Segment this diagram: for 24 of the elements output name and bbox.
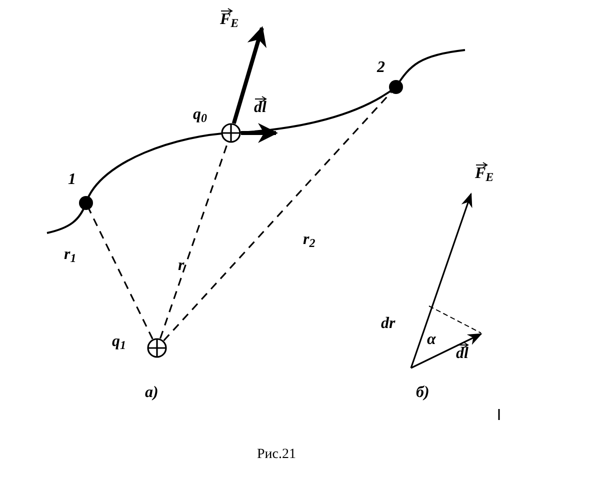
- point-label: 1: [68, 172, 76, 188]
- dashed-line: [163, 92, 392, 342]
- point-dot: [79, 196, 93, 210]
- point-label: q$_{0}$: [193, 107, 207, 123]
- point-dot: [389, 80, 403, 94]
- edge-label: r: [178, 257, 184, 274]
- length-label: dr: [381, 315, 396, 332]
- angle-label: α: [427, 331, 436, 348]
- charge-symbol: [147, 338, 167, 358]
- vector-label: dl: [254, 99, 266, 116]
- point-label: q$_{1}$: [112, 334, 126, 350]
- vector-label: dl: [456, 345, 468, 362]
- vector-arrow: [232, 26, 266, 124]
- charge-symbol: [221, 123, 241, 143]
- vector-label: F$_{E}$: [220, 11, 239, 28]
- dashed-line: [88, 208, 154, 340]
- figure-label: б): [416, 384, 430, 401]
- point-label: 2: [377, 60, 385, 76]
- edge-label: r$_{2}$: [303, 231, 316, 248]
- figure-caption: Рис.21: [257, 446, 296, 464]
- vector-label: F$_{E}$: [475, 165, 494, 182]
- figure-label: а): [145, 384, 158, 401]
- vector-arrow: [241, 123, 278, 143]
- edge-label: r$_{1}$: [64, 246, 76, 263]
